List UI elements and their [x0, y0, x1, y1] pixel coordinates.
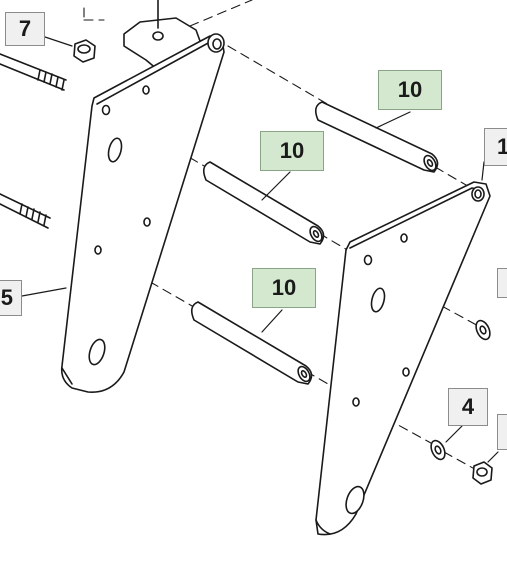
callout-7: 7 [5, 12, 45, 46]
callout-5: 5 [0, 280, 22, 316]
washer-right-upper [475, 319, 491, 341]
callout-partial-right-upper [497, 268, 507, 298]
threaded-stud-upper [0, 53, 67, 91]
rear-plate [60, 33, 225, 393]
callout-partial-right-lower [497, 414, 507, 450]
washer-4 [430, 439, 446, 461]
spacer-tube-middle [202, 161, 325, 245]
callout-10-lower: 10 [252, 268, 316, 308]
callout-1: 1 [484, 128, 507, 166]
nut-right-lower [472, 461, 493, 485]
spacer-tube-upper [314, 101, 439, 173]
callout-10-middle: 10 [260, 131, 324, 171]
nut-7 [73, 39, 96, 63]
callout-leader-lines [21, 36, 499, 463]
threaded-stud-lower [0, 193, 51, 229]
callout-10-upper: 10 [378, 70, 442, 110]
spacer-tube-lower [190, 301, 313, 385]
callout-4: 4 [448, 388, 488, 426]
front-plate [315, 181, 491, 536]
